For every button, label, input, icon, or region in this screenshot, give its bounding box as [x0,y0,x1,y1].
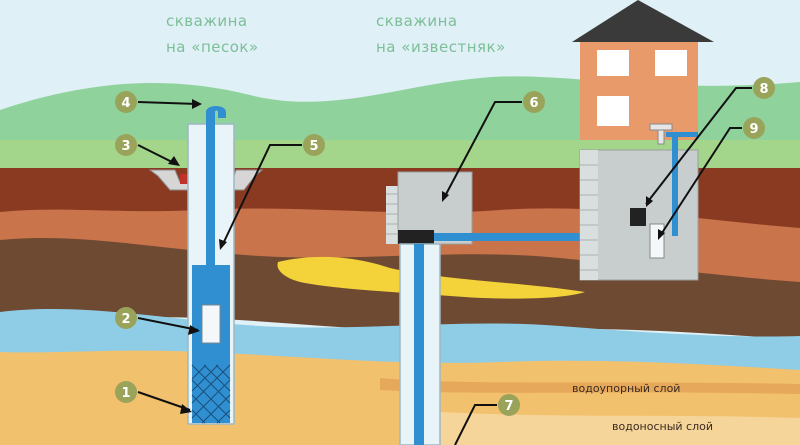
title-sand-line2: на «песок» [166,38,259,56]
svg-text:3: 3 [121,139,130,154]
limestone-pipe [414,244,424,445]
callout-lines [137,87,752,445]
accumulator-9 [649,223,665,259]
title-limestone-line1: скважина [376,12,458,30]
wellhead [398,230,434,244]
marker-8: 8 [753,77,775,99]
svg-text:1: 1 [121,386,130,401]
marker-4: 4 [115,91,137,113]
aquifer-band [440,412,800,445]
inner-pipe [206,112,215,307]
house-window [597,50,629,76]
marker-2: 2 [115,307,137,329]
label-aquifer: водоносный слой [612,420,713,433]
svg-text:8: 8 [759,82,768,97]
svg-text:2: 2 [121,312,130,327]
title-limestone-line2: на «известняк» [376,38,506,56]
marker-6: 6 [523,91,545,113]
marker-7: 7 [498,394,520,416]
label-aquiclude: водоупорный слой [572,382,680,395]
svg-text:5: 5 [309,139,318,154]
supply-pipe [434,233,664,241]
automation-8 [630,208,646,226]
svg-text:9: 9 [749,122,758,137]
house-window [655,50,687,76]
riser-pipe [672,132,678,236]
svg-text:7: 7 [504,399,513,414]
pipe-outlet [206,106,226,118]
svg-text:6: 6 [529,96,538,111]
marker-5: 5 [303,134,325,156]
attic-window [633,11,647,25]
house-window [597,96,629,126]
marker-3: 3 [115,134,137,156]
svg-text:4: 4 [121,96,130,111]
faucet [649,123,673,131]
marker-9: 9 [743,117,765,139]
aquiclude-band [380,378,800,394]
marker-1: 1 [115,381,137,403]
filter-mesh [191,364,231,424]
title-sand-line1: скважина [166,12,248,30]
submersible-pump [201,304,221,344]
basement-brick [580,150,598,280]
